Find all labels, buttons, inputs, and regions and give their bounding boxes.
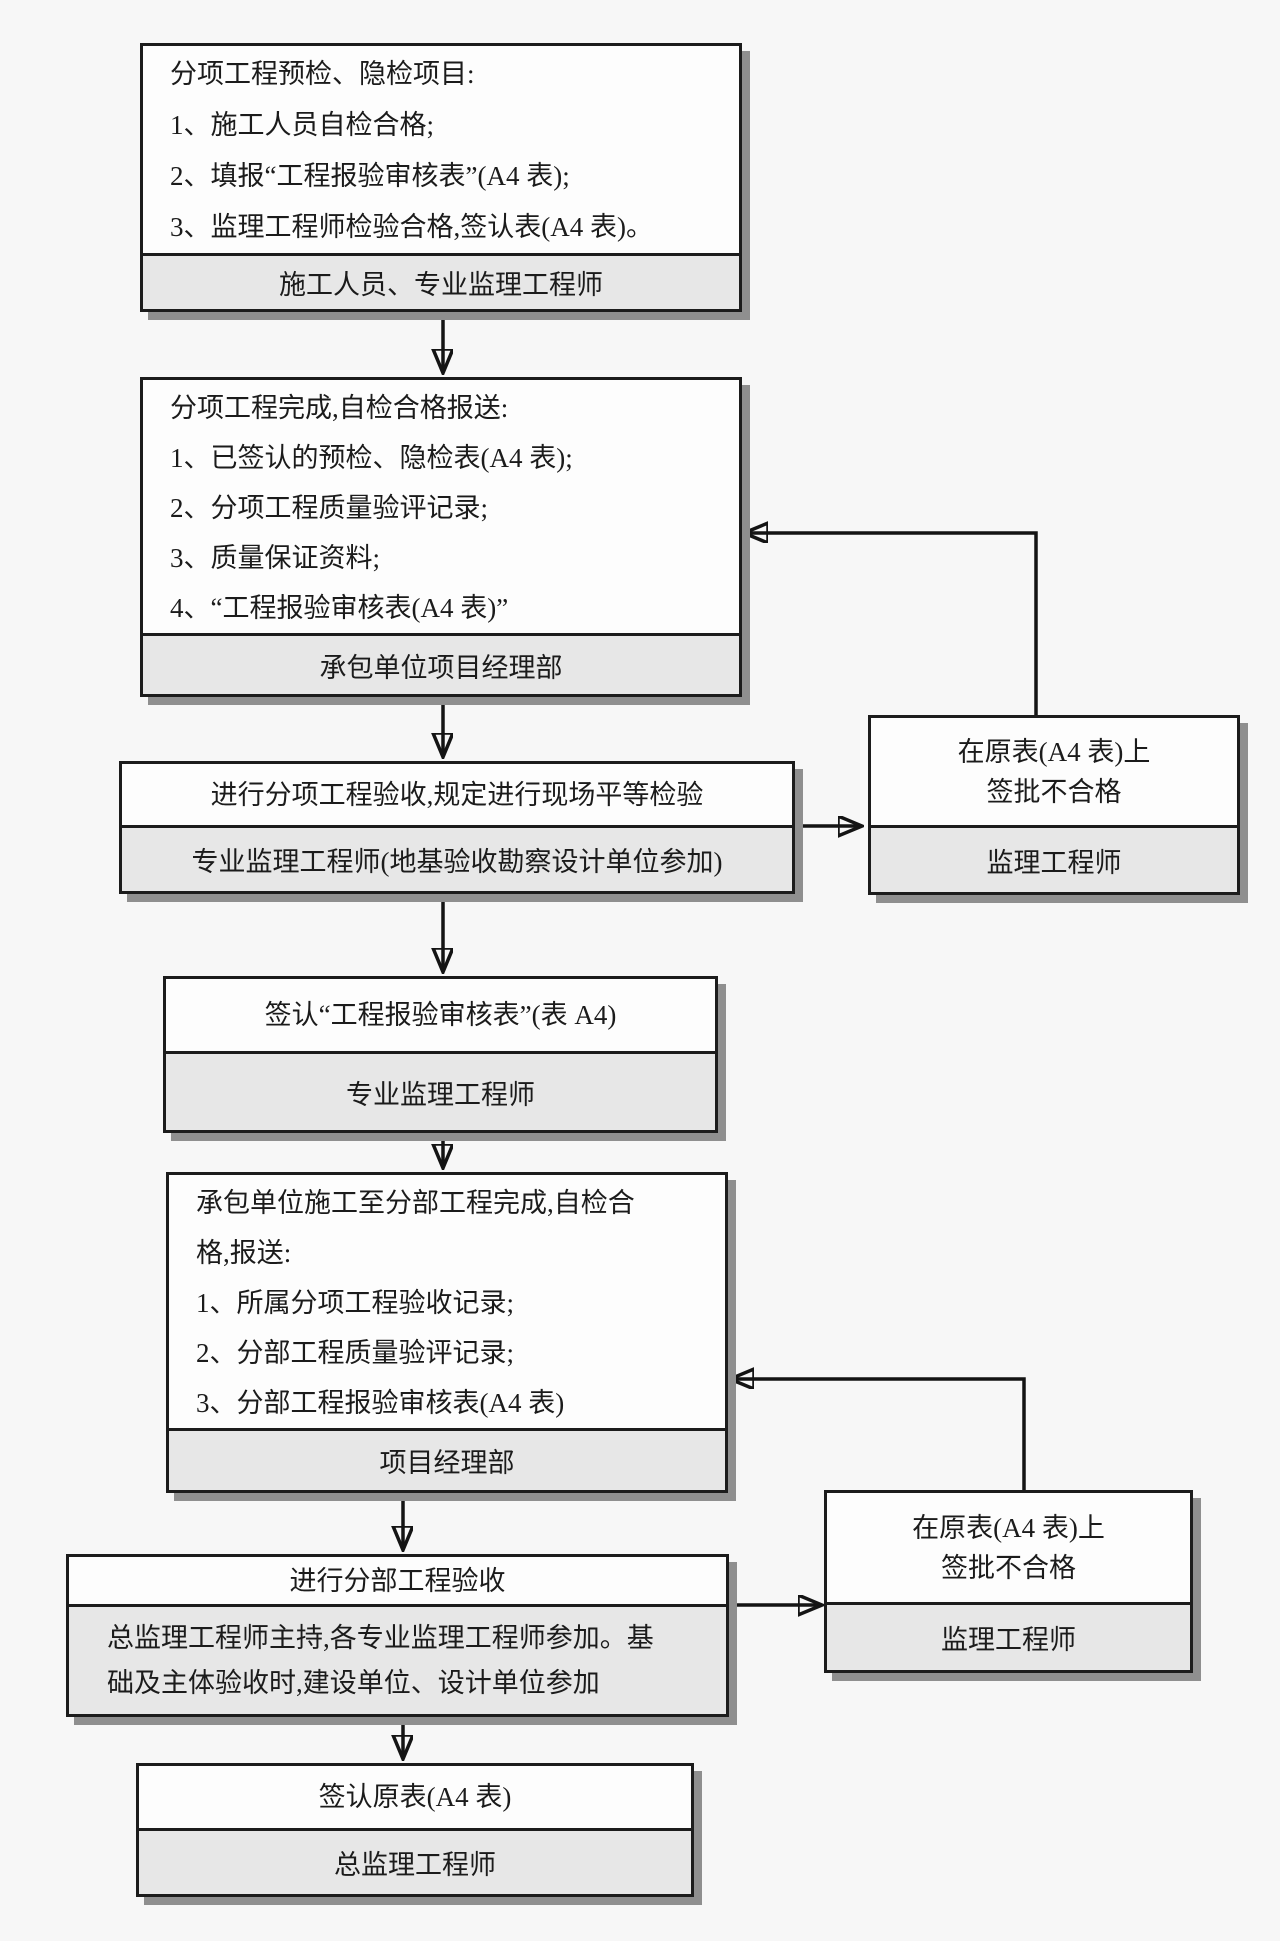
box-responsible-bar: 施工人员、专业监理工程师 — [143, 253, 739, 309]
box-responsible-bar: 承包单位项目经理部 — [143, 633, 739, 694]
box-text-line: 1、所属分项工程验收记录; — [196, 1288, 515, 1318]
flow-box-reject-sign-2: 在原表(A4 表)上 签批不合格 监理工程师 — [824, 1490, 1193, 1673]
box-body: 分项工程完成,自检合格报送: 1、已签认的预检、隐检表(A4 表); 2、分项工… — [143, 380, 739, 633]
box-text-line: 分项工程预检、隐检项目: — [170, 59, 475, 89]
box-text-line: 在原表(A4 表)上 — [957, 736, 1151, 767]
box-responsible-bar: 总监理工程师 — [139, 1828, 691, 1894]
flow-box-reject-sign-1: 在原表(A4 表)上 签批不合格 监理工程师 — [868, 715, 1240, 895]
box-responsible-bar: 专业监理工程师(地基验收勘察设计单位参加) — [122, 825, 792, 891]
box-text-line: 2、填报“工程报验审核表”(A4 表); — [170, 161, 570, 191]
box-text-line: 2、分项工程质量验评记录; — [170, 493, 489, 523]
arrow-reject2-feedback — [732, 1379, 1026, 1490]
box-responsible-bar: 总监理工程师主持,各专业监理工程师参加。基 础及主体验收时,建设单位、设计单位参… — [69, 1604, 726, 1714]
box-title: 签认“工程报验审核表”(表 A4) — [264, 1000, 617, 1030]
box-footer-line: 总监理工程师主持,各专业监理工程师参加。基 — [107, 1622, 654, 1653]
box-text-line: 签批不合格 — [986, 776, 1122, 807]
box-responsible-bar: 项目经理部 — [169, 1428, 725, 1490]
box-text-line: 2、分部工程质量验评记录; — [196, 1338, 515, 1368]
box-footer-label: 监理工程师 — [941, 1625, 1076, 1655]
box-body: 进行分部工程验收 — [69, 1557, 726, 1604]
box-text-line: 3、分部工程报验审核表(A4 表) — [196, 1388, 565, 1418]
box-footer-label: 项目经理部 — [379, 1448, 515, 1478]
box-body: 在原表(A4 表)上 签批不合格 — [827, 1493, 1190, 1602]
box-body: 分项工程预检、隐检项目: 1、施工人员自检合格; 2、填报“工程报验审核表”(A… — [143, 46, 739, 253]
box-footer-label: 施工人员、专业监理工程师 — [279, 270, 603, 300]
box-responsible-bar: 专业监理工程师 — [166, 1051, 715, 1130]
flow-box-division-complete-submit: 承包单位施工至分部工程完成,自检合 格,报送: 1、所属分项工程验收记录; 2、… — [166, 1172, 728, 1493]
box-responsible-bar: 监理工程师 — [827, 1602, 1190, 1670]
box-body: 在原表(A4 表)上 签批不合格 — [871, 718, 1237, 825]
box-footer-label: 专业监理工程师 — [346, 1079, 535, 1110]
flow-box-sign-review-form: 签认“工程报验审核表”(表 A4) 专业监理工程师 — [163, 976, 718, 1133]
box-text-line: 3、监理工程师检验合格,签认表(A4 表)。 — [170, 212, 653, 242]
box-body: 进行分项工程验收,规定进行现场平等检验 — [122, 764, 792, 825]
box-text-line: 签批不合格 — [941, 1552, 1076, 1583]
flow-box-subitem-complete-submit: 分项工程完成,自检合格报送: 1、已签认的预检、隐检表(A4 表); 2、分项工… — [140, 377, 742, 697]
box-body: 承包单位施工至分部工程完成,自检合 格,报送: 1、所属分项工程验收记录; 2、… — [169, 1175, 725, 1428]
box-responsible-bar: 监理工程师 — [871, 825, 1237, 892]
box-text-line: 1、已签认的预检、隐检表(A4 表); — [170, 443, 573, 473]
flow-box-precheck-items: 分项工程预检、隐检项目: 1、施工人员自检合格; 2、填报“工程报验审核表”(A… — [140, 43, 742, 312]
box-title: 签认原表(A4 表) — [318, 1782, 512, 1812]
box-text-line: 承包单位施工至分部工程完成,自检合 — [196, 1188, 635, 1218]
box-title: 进行分部工程验收 — [289, 1565, 506, 1596]
box-title: 进行分项工程验收,规定进行现场平等检验 — [210, 779, 704, 810]
box-text-line: 格,报送: — [196, 1238, 292, 1268]
box-text-line: 3、质量保证资料; — [170, 543, 381, 573]
flow-box-sign-original-form: 签认原表(A4 表) 总监理工程师 — [136, 1763, 694, 1897]
box-footer-label: 承包单位项目经理部 — [319, 652, 563, 683]
box-footer-label: 总监理工程师 — [334, 1850, 496, 1880]
box-footer-label: 监理工程师 — [986, 847, 1122, 878]
box-text-line: 分项工程完成,自检合格报送: — [170, 393, 509, 423]
arrow-reject1-feedback — [746, 533, 1038, 715]
box-body: 签认“工程报验审核表”(表 A4) — [166, 979, 715, 1051]
box-text-line: 在原表(A4 表)上 — [912, 1512, 1105, 1543]
box-body: 签认原表(A4 表) — [139, 1766, 691, 1828]
flow-box-subitem-acceptance: 进行分项工程验收,规定进行现场平等检验 专业监理工程师(地基验收勘察设计单位参加… — [119, 761, 795, 894]
box-footer-line: 础及主体验收时,建设单位、设计单位参加 — [107, 1667, 600, 1698]
box-text-line: 4、“工程报验审核表(A4 表)” — [170, 593, 509, 623]
box-text-line: 1、施工人员自检合格; — [170, 110, 435, 140]
flow-box-division-acceptance: 进行分部工程验收 总监理工程师主持,各专业监理工程师参加。基 础及主体验收时,建… — [66, 1554, 729, 1717]
box-footer-label: 专业监理工程师(地基验收勘察设计单位参加) — [191, 847, 723, 877]
